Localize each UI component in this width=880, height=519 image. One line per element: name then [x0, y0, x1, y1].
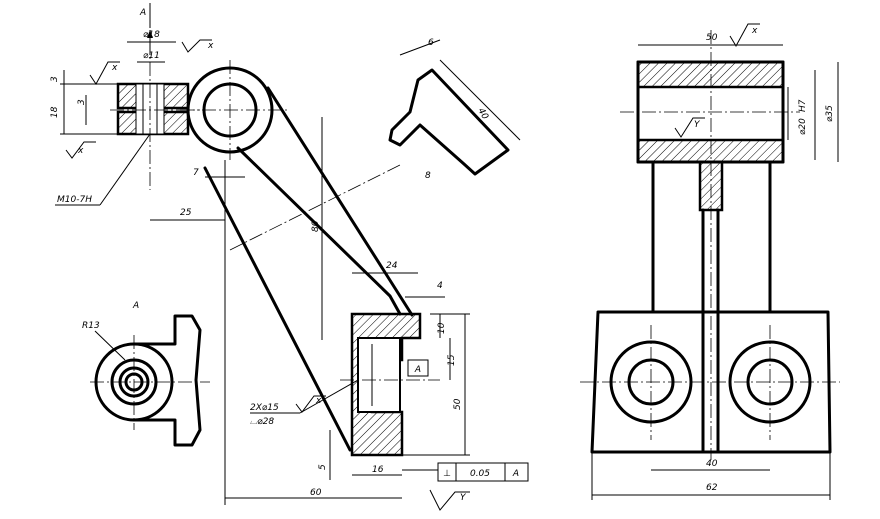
dim-d18: ⌀18	[143, 30, 160, 40]
roughness-y1: Y	[460, 493, 467, 503]
roughness-x4: x	[315, 396, 322, 406]
dim-3b: 3	[77, 99, 87, 105]
dim-h7: H7	[798, 99, 808, 112]
roughness-x2: x	[207, 41, 214, 51]
dim-50: 50	[453, 398, 463, 410]
tolerance-value: 0.05	[470, 469, 490, 479]
dim-r13: R13	[82, 321, 100, 331]
view-a: A R13	[82, 301, 210, 447]
roughness-x1: x	[111, 63, 118, 73]
dim-16: 16	[372, 465, 384, 475]
dim-10: 10	[437, 322, 447, 334]
right-view: 50 x ⌀20 H7 ⌀35 Y 40 62	[580, 23, 840, 500]
dim-60: 60	[310, 488, 322, 498]
dim-18: 18	[50, 106, 60, 118]
tolerance-datum: A	[512, 469, 519, 479]
dim-5: 5	[318, 464, 328, 470]
roughness-right-x: x	[751, 26, 758, 36]
view-a-label: A	[132, 301, 139, 311]
dim-62-right: 62	[706, 483, 718, 493]
dim-15: 15	[447, 354, 457, 366]
main-arm-view: A A ⌀18 ⌀11 3 3 18 M10-7H 7 25 80 24 4 1	[50, 3, 529, 511]
dim-3a: 3	[50, 76, 60, 82]
dim-counterbore: ⌴⌀28	[250, 417, 274, 427]
roughness-right-y: Y	[694, 120, 701, 130]
dim-50-right: 50	[706, 33, 718, 43]
dim-40-right: 40	[706, 459, 718, 469]
dim-thread: M10-7H	[57, 195, 92, 205]
dim-d35: ⌀35	[825, 105, 835, 122]
dim-7: 7	[193, 168, 199, 178]
dim-80: 80	[311, 220, 321, 232]
roughness-x3: x	[77, 146, 84, 156]
datum-label: A	[414, 365, 421, 375]
dim-4: 4	[437, 281, 443, 291]
dim-d20: ⌀20	[798, 118, 808, 135]
dim-25: 25	[180, 208, 192, 218]
section-label-a: A	[139, 8, 146, 18]
tolerance-frame: ⊥ 0.05 A	[402, 462, 529, 482]
dim-8: 8	[425, 171, 431, 181]
t-section-view: 6 40 8	[388, 38, 521, 181]
dim-24: 24	[386, 261, 398, 271]
tolerance-symbol: ⊥	[443, 469, 451, 479]
dim-d11: ⌀11	[143, 51, 160, 61]
dim-holes: 2X⌀15	[250, 403, 279, 413]
